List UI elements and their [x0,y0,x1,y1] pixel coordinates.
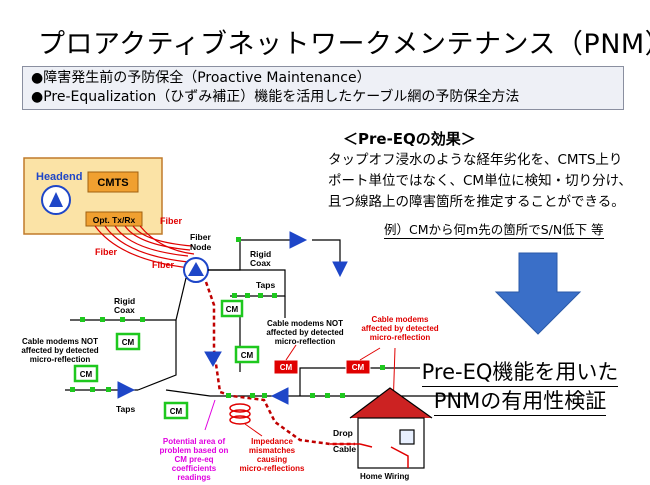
bullet-proactive: ●障害発生前の予防保全（Proactive Maintenance） [31,70,371,86]
svg-text:CM: CM [170,407,183,416]
effect-heading: ＜Pre-EQの効果＞ [343,130,476,148]
effect-line: ポート単位ではなく、CM単位に検知・切り分け、 [328,173,632,189]
svg-text:CM: CM [122,338,135,347]
amplifier-icons [117,231,348,405]
conclusion-line-1: Pre-EQ機能を用いた [421,358,619,387]
fiber-label-2: Fiber [95,247,118,257]
effect-description: タップオフ浸水のような経年劣化を、CMTS上り ポート単位ではなく、CM単位に検… [328,150,648,213]
home-icon [349,387,433,469]
taps-label-1: Taps [256,280,275,290]
bullet-pre-equalization: ●Pre-Equalization（ひずみ補正）機能を活用したケーブル網の予防保… [31,89,520,105]
fiber-label-3: Fiber [152,260,175,270]
cmts-label: CMTS [97,177,128,189]
cable-label: Cable [333,444,356,454]
opt-tx-rx-label: Opt. Tx/Rx [93,215,136,225]
tap-icons [70,237,385,398]
effect-example: 例）CMから何m先の箇所でS/N低下 等 [384,219,604,239]
amplifier-icon [270,387,289,405]
amplifier-icon [332,261,348,278]
headend-box: Headend CMTS Opt. Tx/Rx [23,157,163,235]
svg-text:CM: CM [226,305,239,314]
amplifier-icon [289,231,308,249]
taps-label-2: Taps [116,404,135,414]
down-arrow-icon [494,252,582,335]
headend-label: Headend [36,171,82,183]
cm-unaffected-group: CM CM CM CM CM [73,299,260,420]
page-title: プロアクティブネットワークメンテナンス（PNM） [38,29,650,60]
svg-text:CM: CM [280,363,293,372]
fault-path [204,281,355,446]
effect-line: タップオフ浸水のような経年劣化を、CMTS上り [328,152,623,168]
fiber-lines [94,225,195,269]
svg-text:CM: CM [352,363,365,372]
summary-box: ●障害発生前の予防保全（Proactive Maintenance） ●Pre-… [22,66,624,110]
conclusion-line-2: PNMの有用性検証 [433,387,607,416]
amplifier-icon [117,381,136,399]
effect-line: 且つ線路上の障害箇所を推定することができる。 [328,194,625,210]
drop-label: Drop [333,428,353,438]
conclusion-text: Pre-EQ機能を用いた PNMの有用性検証 [420,358,620,416]
amplifier-icon [204,351,222,368]
svg-text:CM: CM [241,351,254,360]
fiber-label-1: Fiber [160,216,183,226]
impedance-coil-icon [229,403,251,425]
svg-text:CM: CM [80,370,93,379]
home-wiring-label: Home Wiring [360,472,409,481]
